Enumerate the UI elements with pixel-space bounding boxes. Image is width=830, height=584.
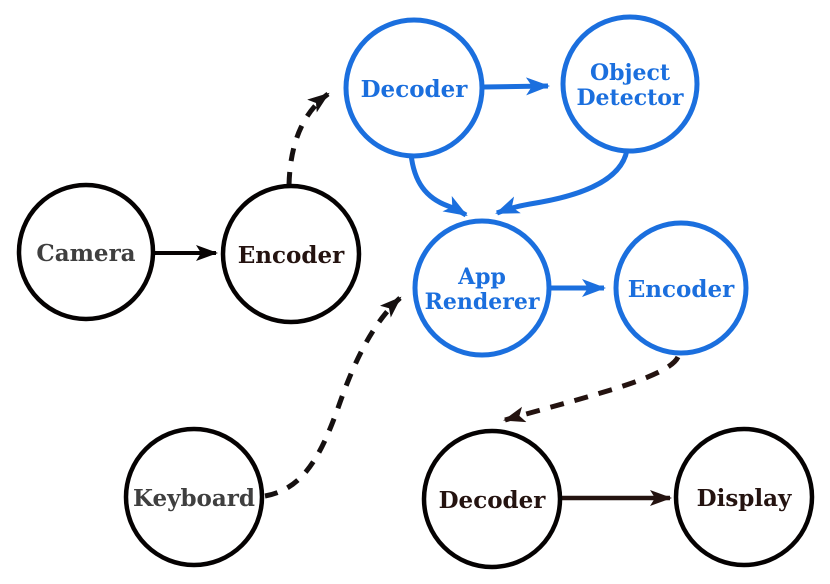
camera-node-circle	[16, 182, 156, 322]
encoder-top-node-label: Encoder	[238, 242, 345, 269]
app-renderer-node-label-line2: Renderer	[425, 289, 540, 315]
encoder-blue-node-label: Encoder	[628, 276, 735, 303]
decoder-bottom-node-circle	[421, 428, 563, 570]
display-node-label: Display	[697, 485, 792, 512]
decoder-blue-node-label: Decoder	[361, 76, 469, 103]
object-detector-node-label-line1: Object	[590, 60, 671, 86]
edge-encoder-to-decoder-dashed-arrow	[286, 92, 330, 186]
object-detector-node-label-line2: Detector	[576, 85, 683, 111]
edge-encoder-to-decoder-bottom-dashed-arrow	[503, 355, 681, 423]
node-decoder-bottom: Decoder	[421, 428, 563, 570]
node-display: Display	[673, 426, 815, 568]
object-detector-node-circle	[560, 14, 700, 154]
node-keyboard: Keyboard	[123, 426, 265, 568]
app-renderer-node-label-line1: App	[457, 264, 506, 290]
node-app-renderer: App Renderer	[412, 218, 552, 358]
encoder-blue-node-circle	[613, 220, 749, 356]
node-camera: Camera	[16, 182, 156, 322]
decoder-blue-node-circle	[343, 17, 485, 159]
edge-decoder-to-app-renderer-arrow	[408, 153, 468, 218]
encoder-top-node-circle	[220, 183, 362, 325]
keyboard-node-circle	[123, 426, 265, 568]
node-encoder-blue: Encoder	[613, 220, 749, 356]
edge-decoder-to-object-detector-arrow	[483, 77, 550, 96]
decoder-bottom-node-label: Decoder	[439, 487, 547, 514]
edge-keyboard-to-app-renderer-dashed-arrow	[264, 296, 402, 499]
node-encoder-top: Encoder	[220, 183, 362, 325]
edge-object-detector-to-app-renderer-arrow	[495, 149, 630, 216]
app-renderer-node-circle	[412, 218, 552, 358]
display-node-circle	[673, 426, 815, 568]
node-decoder-blue: Decoder	[343, 17, 485, 159]
node-object-detector: Object Detector	[560, 14, 700, 154]
keyboard-node-label: Keyboard	[133, 485, 255, 512]
camera-node-label: Camera	[36, 240, 135, 267]
